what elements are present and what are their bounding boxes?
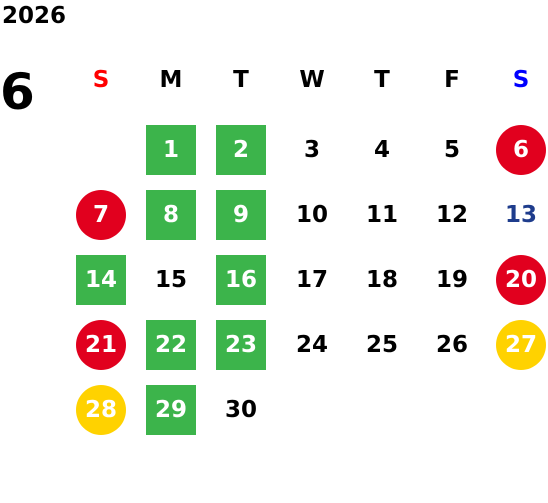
day-cell-17: 17 [295,267,328,293]
day-cell-21: 21 [76,320,126,370]
day-cell-5: 5 [443,137,460,163]
day-cell-9: 9 [216,190,266,240]
day-cell-29: 29 [146,385,196,435]
day-cell-26: 26 [435,332,468,358]
day-cell-22: 22 [146,320,196,370]
day-cell-28: 28 [76,385,126,435]
day-cell-7: 7 [76,190,126,240]
day-cell-23: 23 [216,320,266,370]
day-cell-14: 14 [76,255,126,305]
day-cell-8: 8 [146,190,196,240]
day-cell-15: 15 [154,267,187,293]
day-cell-16: 16 [216,255,266,305]
day-cell-25: 25 [365,332,398,358]
weekday-header-fri: F [444,67,460,93]
day-cell-3: 3 [303,137,320,163]
weekday-header-sun: S [92,67,110,93]
day-cell-13: 13 [504,202,537,228]
day-cell-24: 24 [295,332,328,358]
day-cell-30: 30 [224,397,257,423]
weekday-header-mon: M [159,67,183,93]
day-cell-10: 10 [295,202,328,228]
day-cell-4: 4 [373,137,390,163]
weekday-header-tue: T [233,67,249,93]
day-cell-27: 27 [496,320,546,370]
day-cell-2: 2 [216,125,266,175]
day-cell-1: 1 [146,125,196,175]
day-cell-19: 19 [435,267,468,293]
weekday-header-thu: T [374,67,390,93]
year-label: 2026 [2,3,67,29]
day-cell-11: 11 [365,202,398,228]
day-cell-6: 6 [496,125,546,175]
day-cell-12: 12 [435,202,468,228]
weekday-header-sat: S [512,67,530,93]
day-cell-18: 18 [365,267,398,293]
month-label: 6 [0,63,35,121]
day-cell-20: 20 [496,255,546,305]
weekday-header-wed: W [299,67,325,93]
